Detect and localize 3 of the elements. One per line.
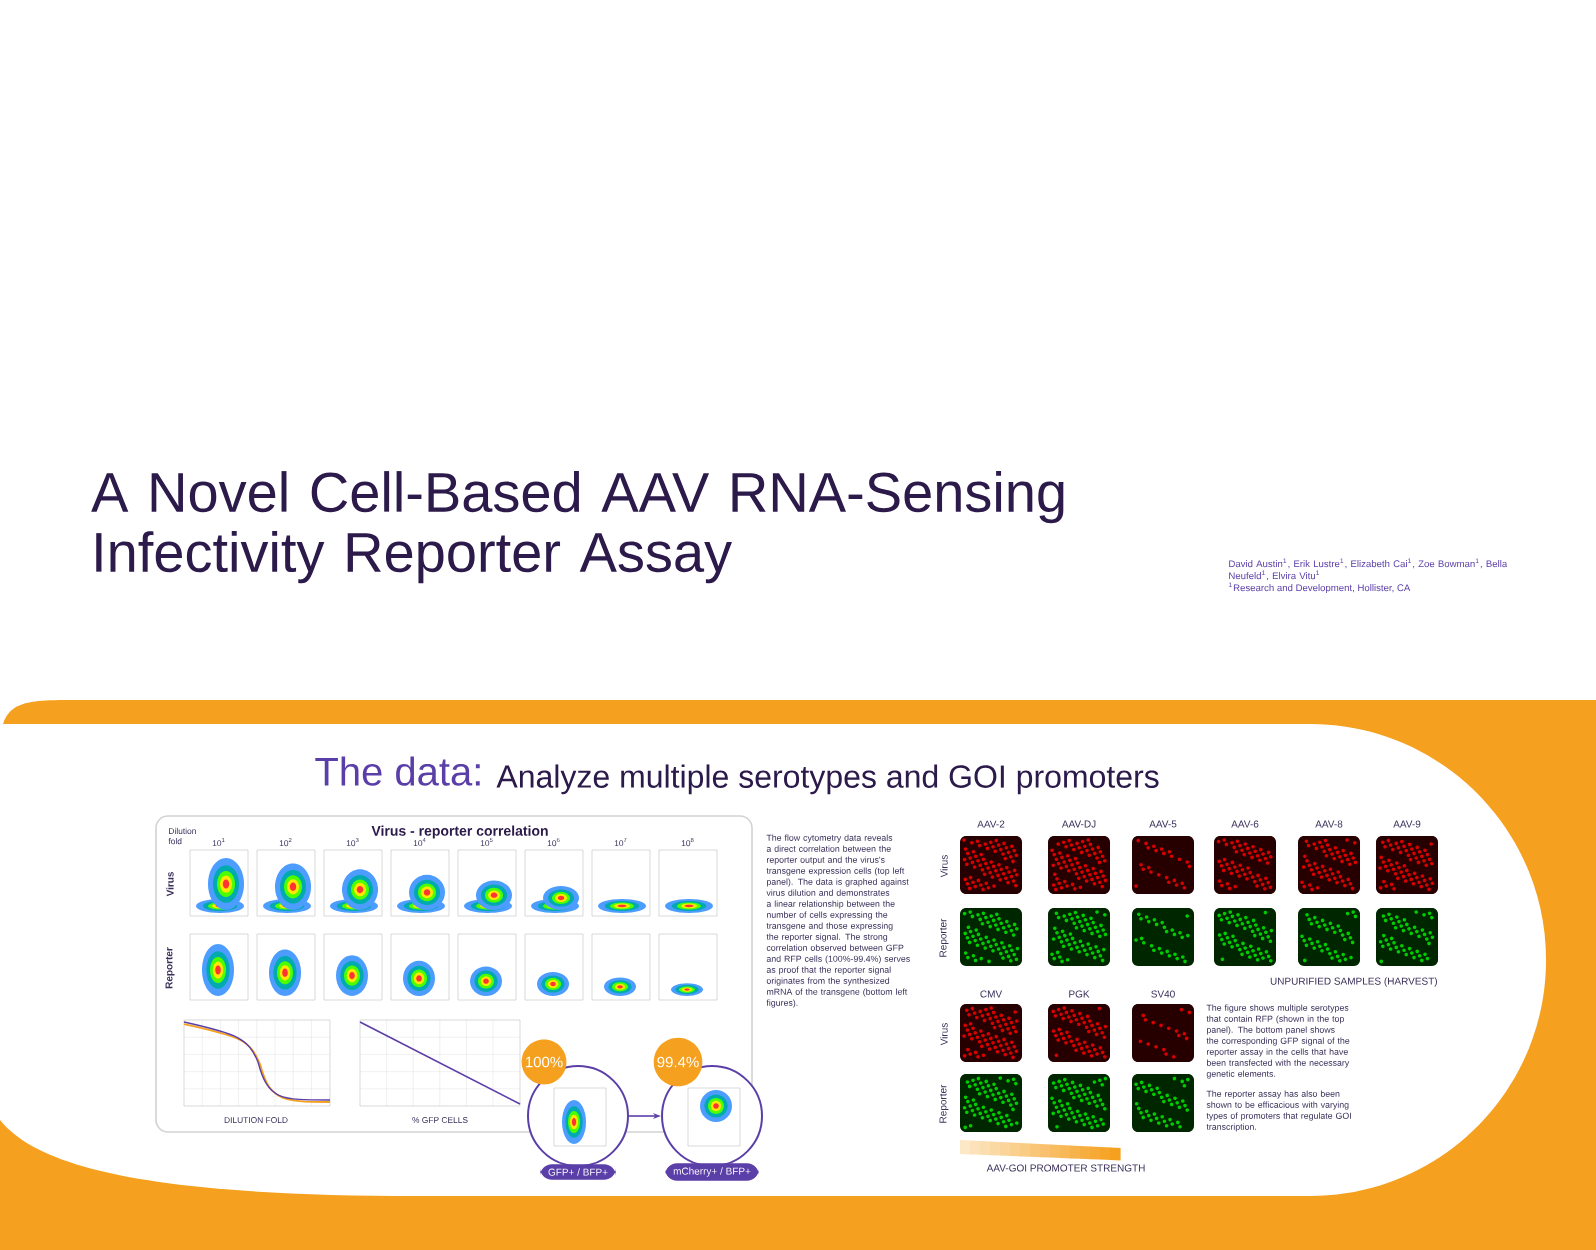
section-subtitle: Analyze multiple serotypes and GOI promoters [496, 764, 1159, 795]
title: A Novel Cell-Based AAV RNA-Sensing Infectivity Reporter Assay [91, 471, 1064, 584]
section-heading: The data: [315, 756, 480, 786]
